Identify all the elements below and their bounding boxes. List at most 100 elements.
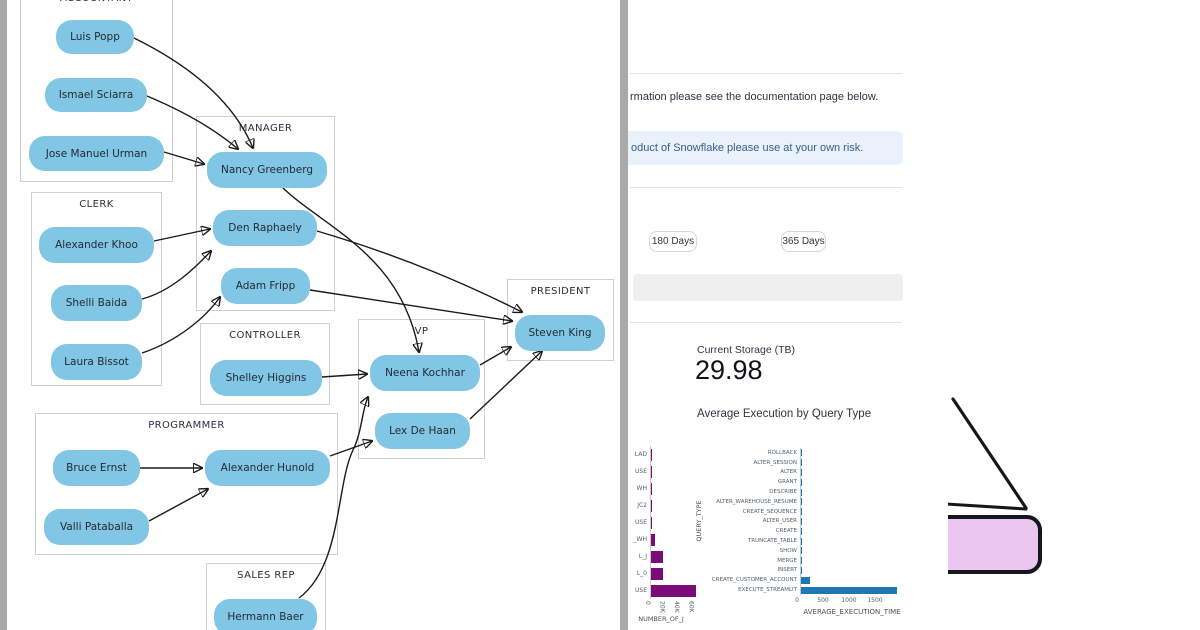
edge-shelli-baida-to-den-raphaely xyxy=(141,251,211,300)
bar-track xyxy=(800,506,905,517)
bar xyxy=(801,498,802,506)
divider xyxy=(630,322,902,323)
node-shelley-higgins[interactable]: Shelley Higgins xyxy=(210,360,322,396)
chart-row: TRUNCATE_TABLE xyxy=(710,536,905,546)
node-alexander-khoo[interactable]: Alexander Khoo xyxy=(39,227,154,263)
x-tick-label: 60K xyxy=(687,601,695,613)
y-tick-label: WH xyxy=(636,485,647,492)
bar-track xyxy=(800,545,905,556)
bar-track xyxy=(800,575,905,586)
y-tick-label: GRANT xyxy=(777,479,797,486)
node-valli-pataballa[interactable]: Valli Pataballa xyxy=(44,509,149,545)
node-nancy-greenberg[interactable]: Nancy Greenberg xyxy=(207,152,327,188)
y-tick-label: CREATE_CUSTOMER_ACCOUNT xyxy=(711,577,797,584)
chart-row: L_J xyxy=(628,548,696,565)
y-tick-label: ALTER_SESSION xyxy=(753,459,798,466)
node-jose-manuel-urman[interactable]: Jose Manuel Urman xyxy=(29,136,164,171)
y-tick-label: SHOW xyxy=(779,547,797,554)
decorative-illustration xyxy=(948,397,1042,574)
bar-track xyxy=(650,463,696,480)
node-lex-de-haan[interactable]: Lex De Haan xyxy=(375,413,470,449)
bar-track xyxy=(800,516,905,527)
edge-alexander-khoo-to-den-raphaely xyxy=(153,229,210,242)
bar xyxy=(801,527,802,535)
edge-shelley-higgins-to-neena-kochhar xyxy=(321,374,367,377)
node-alexander-hunold[interactable]: Alexander Hunold xyxy=(205,450,330,486)
node-steven-king[interactable]: Steven King xyxy=(515,315,605,351)
chart-row: LAD xyxy=(628,446,696,463)
button-180-days[interactable]: 180 Days xyxy=(649,231,697,252)
bar xyxy=(801,508,802,516)
bar xyxy=(801,557,802,565)
chart-row: _WH xyxy=(628,531,696,548)
node-laura-bissot[interactable]: Laura Bissot xyxy=(51,344,142,380)
y-tick-label: USE xyxy=(635,587,647,594)
y-tick-label: L_J xyxy=(638,553,647,560)
bar-track xyxy=(800,555,905,566)
x-tick-label: 1000 xyxy=(841,597,857,604)
y-tick-label: CREATE_SEQUENCE xyxy=(742,508,797,515)
x-tick-label: 500 xyxy=(817,597,829,604)
chart-row: DESCRIBE xyxy=(710,487,905,497)
y-tick-label: TRUNCATE_TABLE xyxy=(747,538,797,545)
node-adam-fripp[interactable]: Adam Fripp xyxy=(221,268,310,304)
bar xyxy=(801,586,898,594)
left-edge-strip xyxy=(0,0,7,630)
bar-track xyxy=(650,514,696,531)
chart-row: ALTER_SESSION xyxy=(710,457,905,468)
bar xyxy=(801,478,802,486)
bar-track xyxy=(650,548,696,565)
x-tick-label: 0 xyxy=(644,601,651,605)
node-hermann-baer[interactable]: Hermann Baer xyxy=(214,599,317,630)
bar xyxy=(801,537,802,545)
divider xyxy=(630,73,902,74)
info-banner: oduct of Snowflake please use at your ow… xyxy=(628,131,903,165)
node-ismael-sciarra[interactable]: Ismael Sciarra xyxy=(45,78,147,112)
bar xyxy=(651,482,652,495)
chart-row: ALTER_WAREHOUSE_RESUME xyxy=(710,496,905,507)
group-label-vp: VP xyxy=(414,326,429,337)
bar xyxy=(651,516,652,529)
metric-label: Current Storage (TB) xyxy=(697,344,796,356)
node-shelli-baida[interactable]: Shelli Baida xyxy=(51,285,142,321)
pane-separator xyxy=(620,0,628,630)
edge-valli-pataballa-to-alexander-hunold xyxy=(148,489,208,522)
node-luis-popp[interactable]: Luis Popp xyxy=(56,20,134,54)
edge-jose-manuel-urman-to-nancy-greenberg xyxy=(163,151,204,164)
chart-row: CREATE xyxy=(710,526,905,537)
bar xyxy=(651,499,652,512)
y-tick-label: EXECUTE_STREAMLIT xyxy=(738,587,797,594)
y-tick-label: ROLLBACK xyxy=(767,449,797,456)
edge-den-raphaely-to-steven-king xyxy=(316,230,522,312)
group-label-sales-rep: SALES REP xyxy=(237,570,295,581)
triangle-diagonal-line xyxy=(951,397,1028,510)
edge-hermann-baer-to-neena-kochhar xyxy=(298,397,368,599)
chart-row: USE xyxy=(628,582,696,599)
chart-row: MERGE xyxy=(710,555,905,566)
y-tick-label: ALTER_WAREHOUSE_RESUME xyxy=(716,498,797,505)
bar-track xyxy=(800,536,905,546)
chart-row: JC2 xyxy=(628,497,696,514)
chart-row: GRANT xyxy=(710,477,905,488)
bar xyxy=(651,584,696,597)
group-label-president: PRESIDENT xyxy=(530,286,591,297)
chart-row: ROLLBACK xyxy=(710,448,905,458)
group-label-controller: CONTROLLER xyxy=(229,330,301,341)
chart-row: ALTER xyxy=(710,467,905,478)
x-tick-label: 1500 xyxy=(867,597,883,604)
node-bruce-ernst[interactable]: Bruce Ernst xyxy=(53,450,140,486)
edge-neena-kochhar-to-steven-king xyxy=(479,347,511,366)
info-banner-text: oduct of Snowflake please use at your ow… xyxy=(631,142,864,154)
group-label-manager: MANAGER xyxy=(238,123,293,134)
button-365-days[interactable]: 365 Days xyxy=(781,231,826,252)
edge-alexander-hunold-to-lex-de-haan xyxy=(329,441,372,457)
node-den-raphaely[interactable]: Den Raphaely xyxy=(213,210,317,246)
collapsed-expander-bar[interactable] xyxy=(633,274,903,301)
chart-row: INSERT xyxy=(710,565,905,576)
metric-value: 29.98 xyxy=(695,355,763,385)
node-neena-kochhar[interactable]: Neena Kochhar xyxy=(370,355,480,391)
y-tick-label: L_0 xyxy=(636,570,647,577)
y-tick-label: ALTER_USER xyxy=(762,518,797,525)
